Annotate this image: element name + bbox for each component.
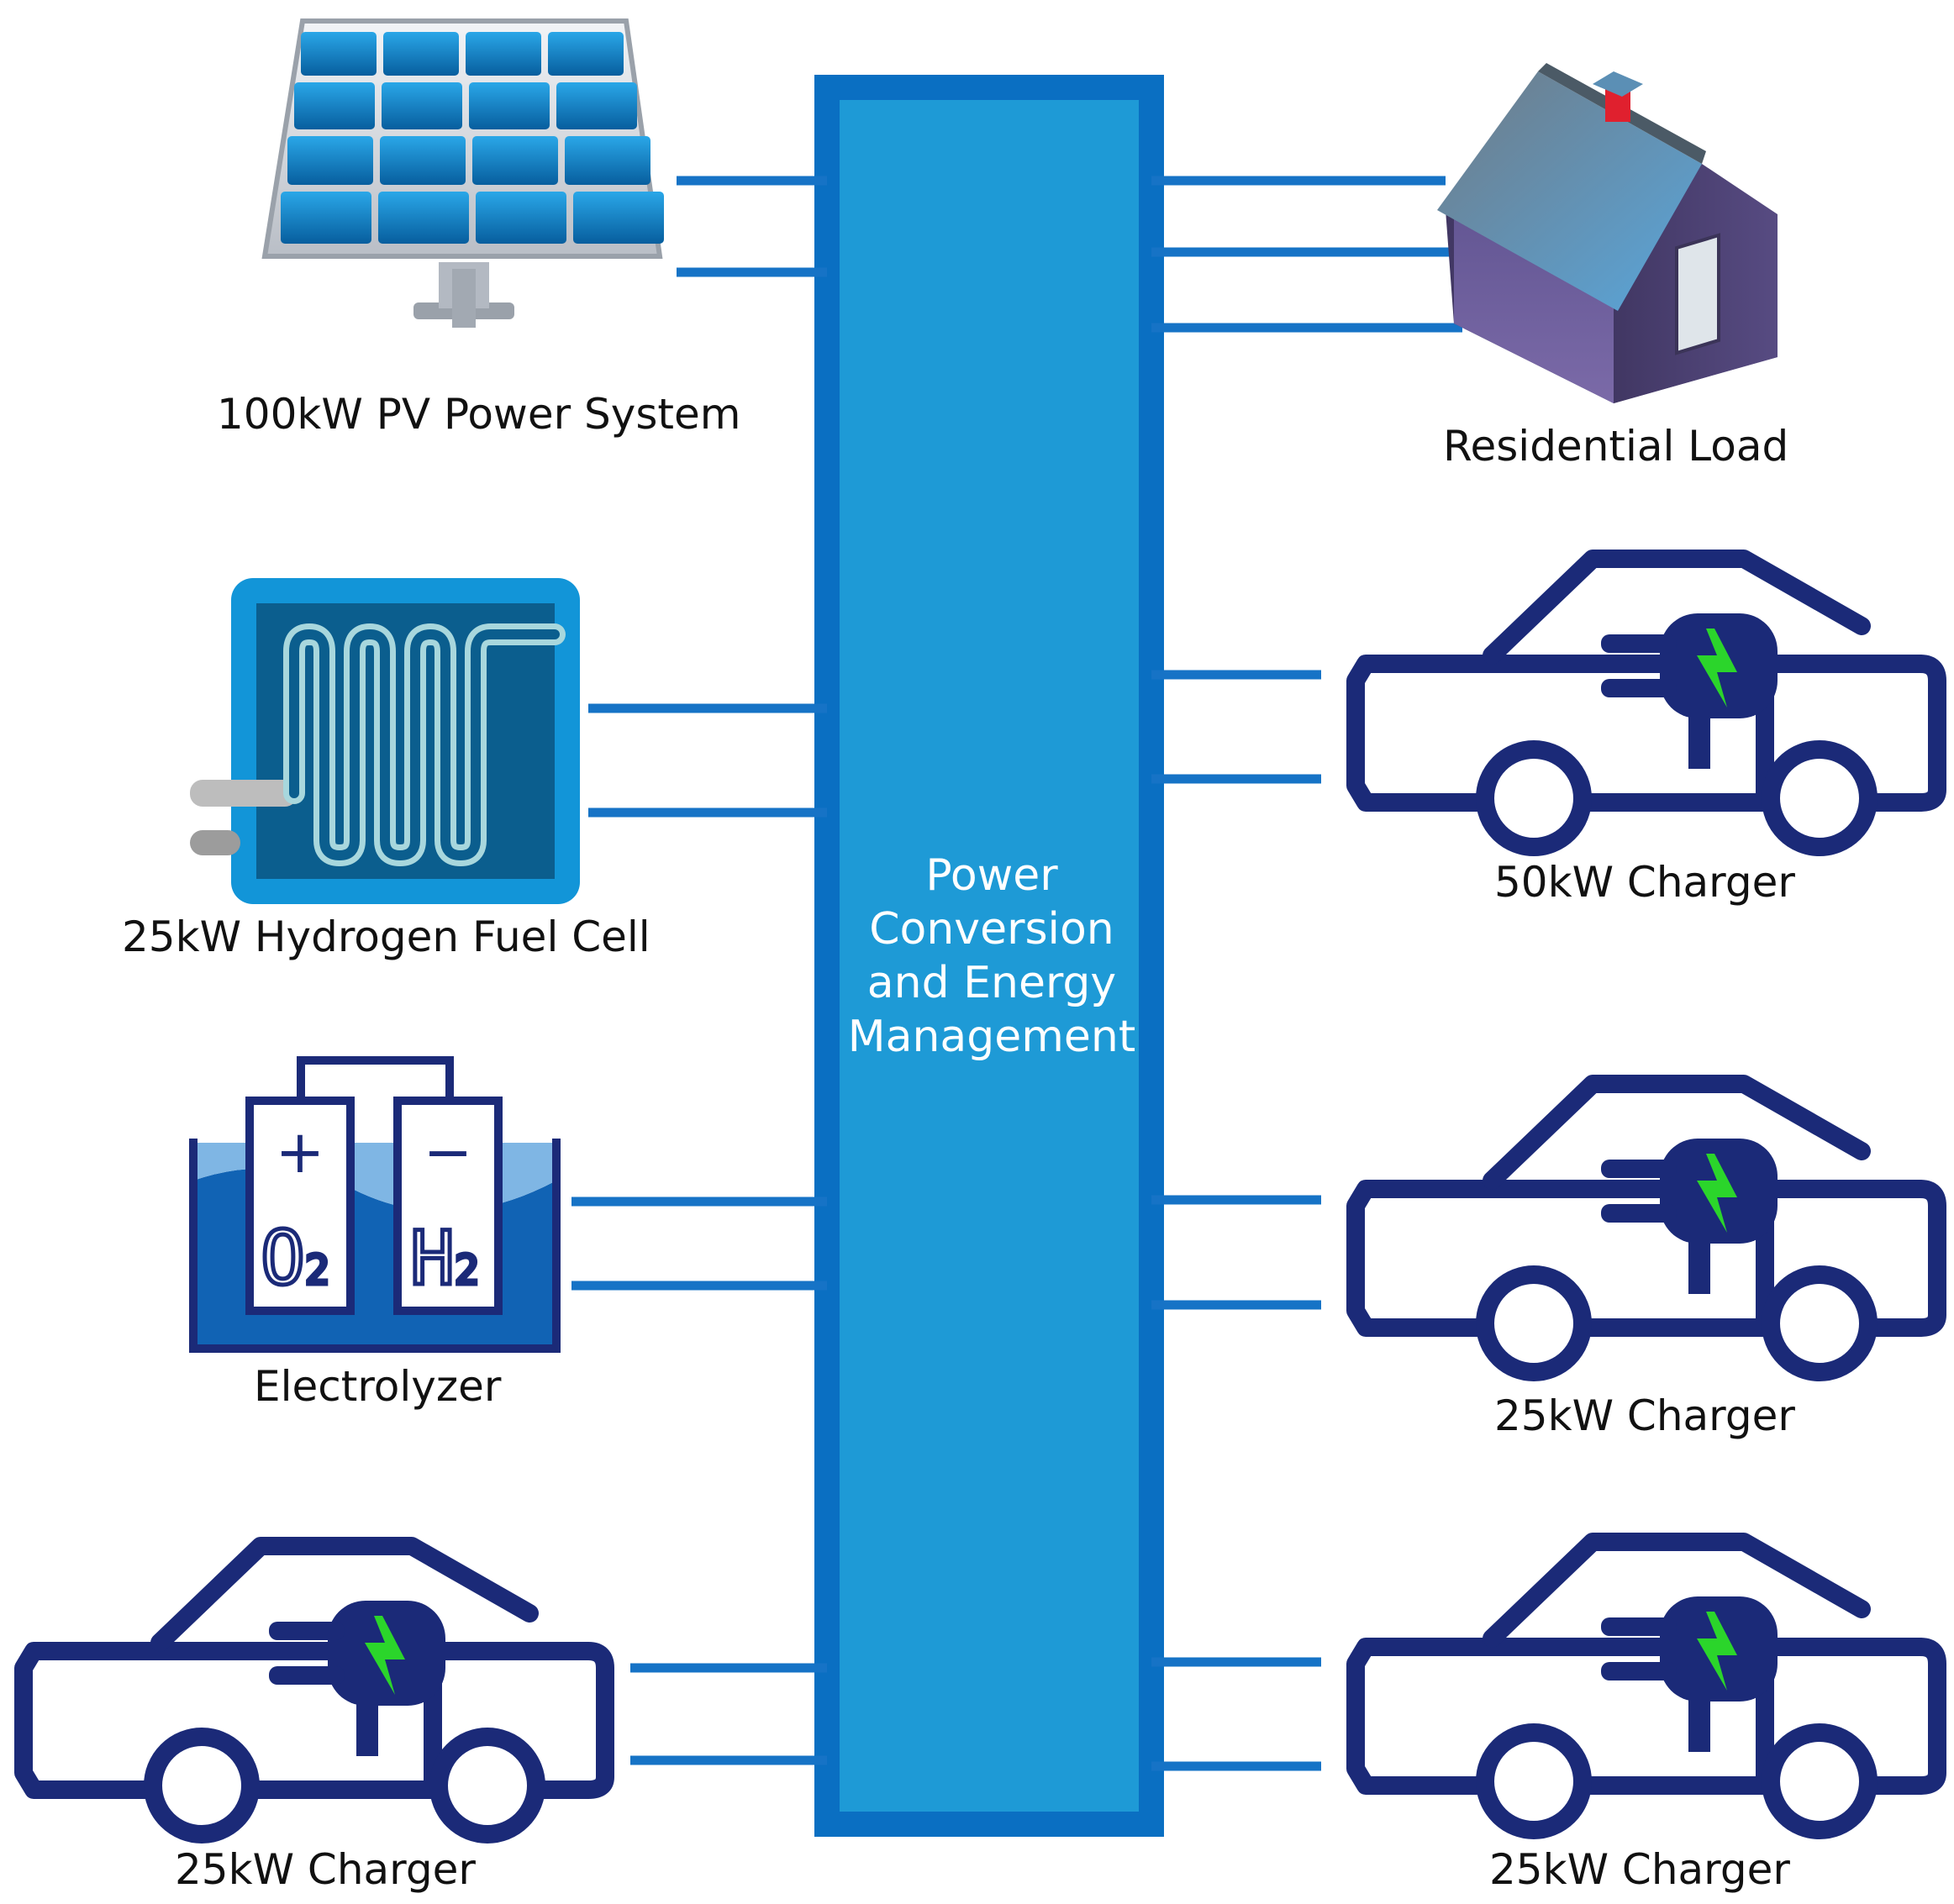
solar-panel-icon bbox=[261, 18, 664, 328]
charger-2-label: 25kW Charger bbox=[1494, 1391, 1795, 1440]
hub-label-line-1: Power bbox=[925, 850, 1058, 901]
residential-label: Residential Load bbox=[1443, 422, 1789, 471]
ev-car-icon-left bbox=[24, 1546, 605, 1834]
ev-car-icon-right-2 bbox=[1356, 1084, 1937, 1372]
minus-glyph: − bbox=[424, 1118, 473, 1186]
hub-label: Power Conversion and Energy Management bbox=[840, 849, 1143, 1064]
ev-car-icon-right-3 bbox=[1356, 1542, 1937, 1830]
o2-glyph: O2 bbox=[261, 1215, 329, 1302]
ev-car-icon-right-1 bbox=[1356, 559, 1937, 847]
electrolyzer-icon: + − O2 H2 bbox=[189, 1056, 561, 1353]
charger-1-label: 50kW Charger bbox=[1494, 858, 1795, 907]
pv-label: 100kW PV Power System bbox=[217, 390, 741, 439]
house-icon bbox=[1437, 63, 1778, 403]
fuel-cell-icon bbox=[190, 578, 580, 904]
charger-3-label: 25kW Charger bbox=[1489, 1845, 1790, 1894]
connectors bbox=[571, 176, 1462, 1771]
hub-label-line-3: and Energy bbox=[866, 958, 1117, 1008]
hub-box bbox=[814, 75, 1164, 1837]
hub-label-line-4: Management bbox=[847, 1012, 1136, 1062]
fuel-cell-label: 25kW Hydrogen Fuel Cell bbox=[122, 913, 650, 961]
h2-glyph: H2 bbox=[410, 1215, 479, 1302]
plus-glyph: + bbox=[276, 1118, 325, 1186]
hub-label-line-2: Conversion bbox=[869, 904, 1114, 955]
charger-left-label: 25kW Charger bbox=[175, 1845, 476, 1894]
electrolyzer-label: Electrolyzer bbox=[254, 1362, 502, 1411]
